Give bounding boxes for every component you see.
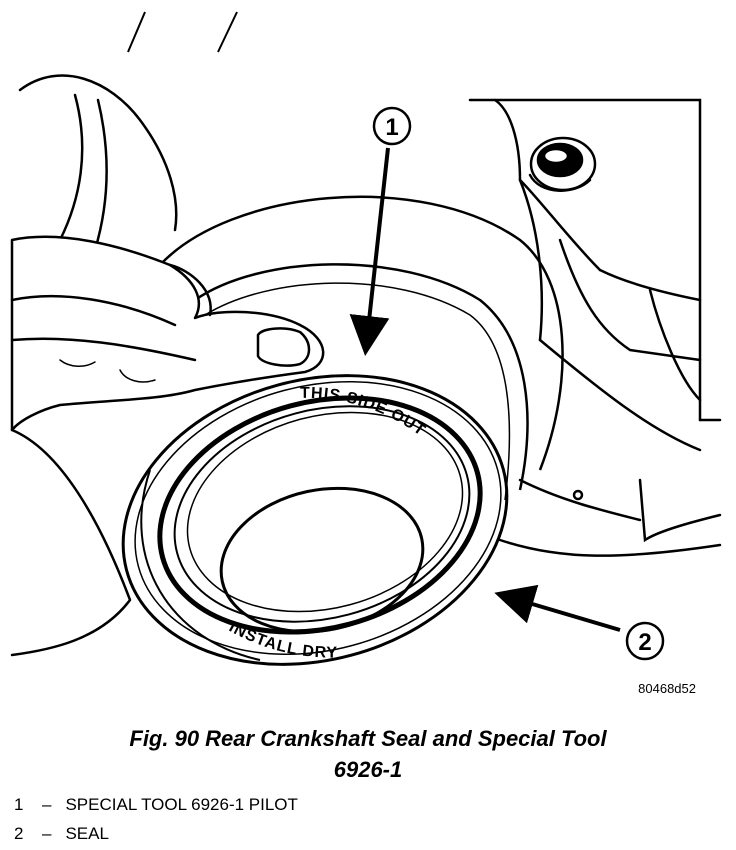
- hand: [10, 235, 325, 657]
- callout-2: 2: [494, 584, 665, 661]
- legend-item: 1 – SPECIAL TOOL 6926-1 PILOT: [14, 795, 298, 815]
- svg-text:1: 1: [385, 114, 398, 141]
- top-hatch-strokes: [127, 11, 238, 53]
- engine-block: [18, 74, 722, 557]
- svg-text:2: 2: [638, 629, 651, 656]
- legend-text: SPECIAL TOOL 6926-1 PILOT: [65, 795, 298, 814]
- legend-item: 2 – SEAL: [14, 824, 109, 844]
- crankshaft-bore: [159, 195, 564, 501]
- legend-dash: –: [42, 824, 52, 843]
- legend-dash: –: [42, 795, 52, 814]
- legend-number: 2: [14, 824, 24, 843]
- figure-caption-line2: 6926-1: [333, 757, 403, 782]
- figure-caption-line1: Fig. 90 Rear Crankshaft Seal and Special…: [129, 726, 607, 751]
- callout-1: 1: [349, 106, 412, 356]
- legend-text: SEAL: [65, 824, 109, 843]
- figure-reference-code: 80468d52: [638, 681, 696, 696]
- seal: [121, 374, 509, 666]
- seal-installation-illustration: THIS SIDE OUT INSTALL DRY 1 2: [10, 11, 722, 666]
- legend-number: 1: [14, 795, 24, 814]
